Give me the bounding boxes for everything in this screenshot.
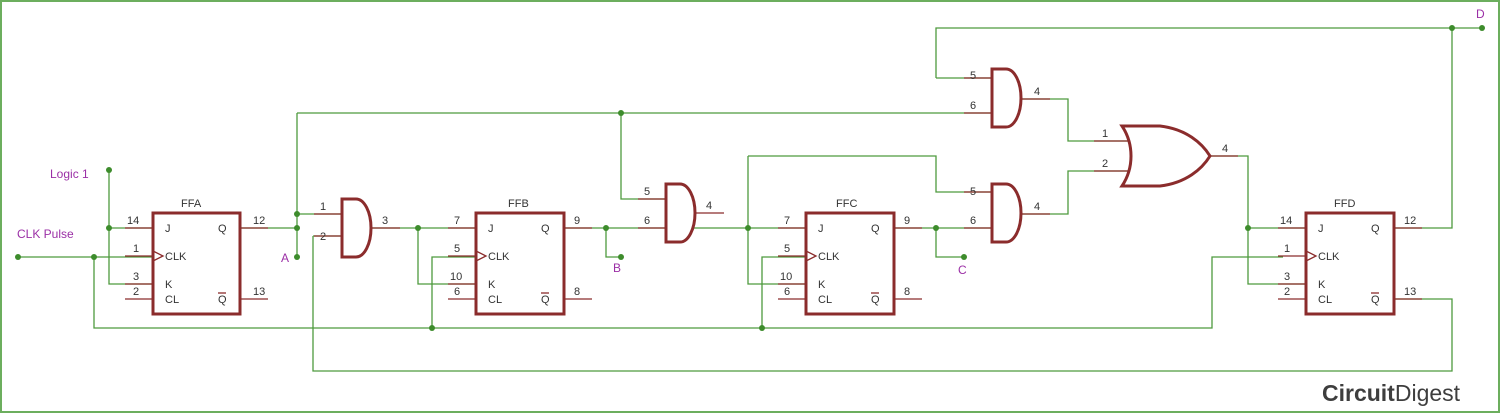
and-gate-3: 5 6 4 xyxy=(964,67,1050,129)
ffd-label: FFD xyxy=(1334,198,1355,210)
ffa-pin-k-num: 3 xyxy=(133,271,139,283)
logic1-label: Logic 1 xyxy=(50,167,89,181)
ffa-k-label: K xyxy=(165,279,173,291)
ffc-q-label: Q xyxy=(871,223,880,235)
ffd-pin-qbar-num: 13 xyxy=(1404,286,1416,298)
and3-pin-out: 4 xyxy=(1034,86,1040,98)
net-label-b: B xyxy=(613,261,621,275)
flip-flop-ffb: FFB 7 5 10 6 9 8 J CLK K CL Q Q xyxy=(448,198,592,316)
flip-flop-ffc: FFC 7 5 10 6 9 8 J CLK K CL Q Q xyxy=(778,198,922,316)
and-gate-2: 5 6 4 xyxy=(638,182,724,244)
ffb-pin-q-num: 9 xyxy=(574,215,580,227)
net-label-c: C xyxy=(958,263,967,277)
ffd-j-label: J xyxy=(1318,223,1324,235)
ffc-clk-label: CLK xyxy=(818,251,840,263)
and3-pin-in1: 5 xyxy=(970,70,976,82)
ffd-cl-label: CL xyxy=(1318,294,1332,306)
junctions xyxy=(15,25,1485,331)
and4-pin-in1: 5 xyxy=(970,186,976,198)
ffc-pin-clk-num: 5 xyxy=(784,243,790,255)
ffd-pin-clk-num: 1 xyxy=(1284,243,1290,255)
clk-pulse-label: CLK Pulse xyxy=(17,227,74,241)
ffd-k-label: K xyxy=(1318,279,1326,291)
ffa-clk-label: CLK xyxy=(165,251,187,263)
circuitdigest-logo: CircuitDigest xyxy=(1322,380,1461,406)
ffc-pin-q-num: 9 xyxy=(904,215,910,227)
ffa-cl-label: CL xyxy=(165,294,179,306)
and1-pin-in1: 1 xyxy=(320,201,326,213)
or-pin-in2: 2 xyxy=(1102,158,1108,170)
svg-text:CircuitDigest: CircuitDigest xyxy=(1322,380,1461,406)
ffb-k-label: K xyxy=(488,279,496,291)
ffc-pin-k-num: 10 xyxy=(780,271,792,283)
ffa-pin-cl-num: 2 xyxy=(133,286,139,298)
ffa-pin-j-num: 14 xyxy=(127,215,139,227)
and4-pin-out: 4 xyxy=(1034,201,1040,213)
ffb-pin-clk-num: 5 xyxy=(454,243,460,255)
and-gate-1: 1 2 3 xyxy=(314,197,400,259)
and1-pin-in2: 2 xyxy=(320,231,326,243)
or-pin-in1: 1 xyxy=(1102,128,1108,140)
or-gate: 1 2 4 xyxy=(1094,124,1238,188)
ffa-j-label: J xyxy=(165,223,171,235)
ffa-pin-clk-num: 1 xyxy=(133,243,139,255)
ffd-pin-j-num: 14 xyxy=(1280,215,1292,227)
ffa-pin-q-num: 12 xyxy=(253,215,265,227)
ffc-qbar-label: Q xyxy=(871,294,880,306)
ffc-pin-qbar-num: 8 xyxy=(904,286,910,298)
wires xyxy=(18,27,1482,372)
flip-flop-ffd: FFD 14 1 3 2 12 13 J CLK K CL Q Q xyxy=(1278,198,1422,316)
ffc-pin-j-num: 7 xyxy=(784,215,790,227)
ffc-k-label: K xyxy=(818,279,826,291)
ffa-label: FFA xyxy=(181,198,202,210)
ffb-j-label: J xyxy=(488,223,494,235)
ffc-j-label: J xyxy=(818,223,824,235)
ffa-qbar-label: Q xyxy=(218,294,227,306)
ffd-clk-label: CLK xyxy=(1318,251,1340,263)
ffb-pin-k-num: 10 xyxy=(450,271,462,283)
and2-pin-out: 4 xyxy=(706,200,712,212)
or-pin-out: 4 xyxy=(1222,143,1228,155)
and1-pin-out: 3 xyxy=(382,215,388,227)
ffd-pin-q-num: 12 xyxy=(1404,215,1416,227)
ffb-pin-qbar-num: 8 xyxy=(574,286,580,298)
brand-part2: Digest xyxy=(1395,380,1461,406)
ffb-pin-cl-num: 6 xyxy=(454,286,460,298)
ffa-pin-qbar-num: 13 xyxy=(253,286,265,298)
and2-pin-in1: 5 xyxy=(644,186,650,198)
and2-pin-in2: 6 xyxy=(644,215,650,227)
ffb-pin-j-num: 7 xyxy=(454,215,460,227)
ffd-qbar-label: Q xyxy=(1371,294,1380,306)
ffb-cl-label: CL xyxy=(488,294,502,306)
ffa-q-label: Q xyxy=(218,223,227,235)
ffd-pin-k-num: 3 xyxy=(1284,271,1290,283)
ffb-q-label: Q xyxy=(541,223,550,235)
ffd-q-label: Q xyxy=(1371,223,1380,235)
ffd-pin-cl-num: 2 xyxy=(1284,286,1290,298)
ffc-cl-label: CL xyxy=(818,294,832,306)
net-label-d: D xyxy=(1476,7,1485,21)
ffc-pin-cl-num: 6 xyxy=(784,286,790,298)
ffb-clk-label: CLK xyxy=(488,251,510,263)
net-label-a: A xyxy=(281,251,289,265)
ffb-label: FFB xyxy=(508,198,529,210)
and3-pin-in2: 6 xyxy=(970,100,976,112)
flip-flop-ffa: FFA 14 1 3 2 12 13 J CLK K CL Q Q xyxy=(125,198,268,316)
and4-pin-in2: 6 xyxy=(970,215,976,227)
ffb-qbar-label: Q xyxy=(541,294,550,306)
ffc-label: FFC xyxy=(836,198,857,210)
and-gate-4: 5 6 4 xyxy=(964,182,1050,244)
brand-part1: Circuit xyxy=(1322,380,1395,406)
